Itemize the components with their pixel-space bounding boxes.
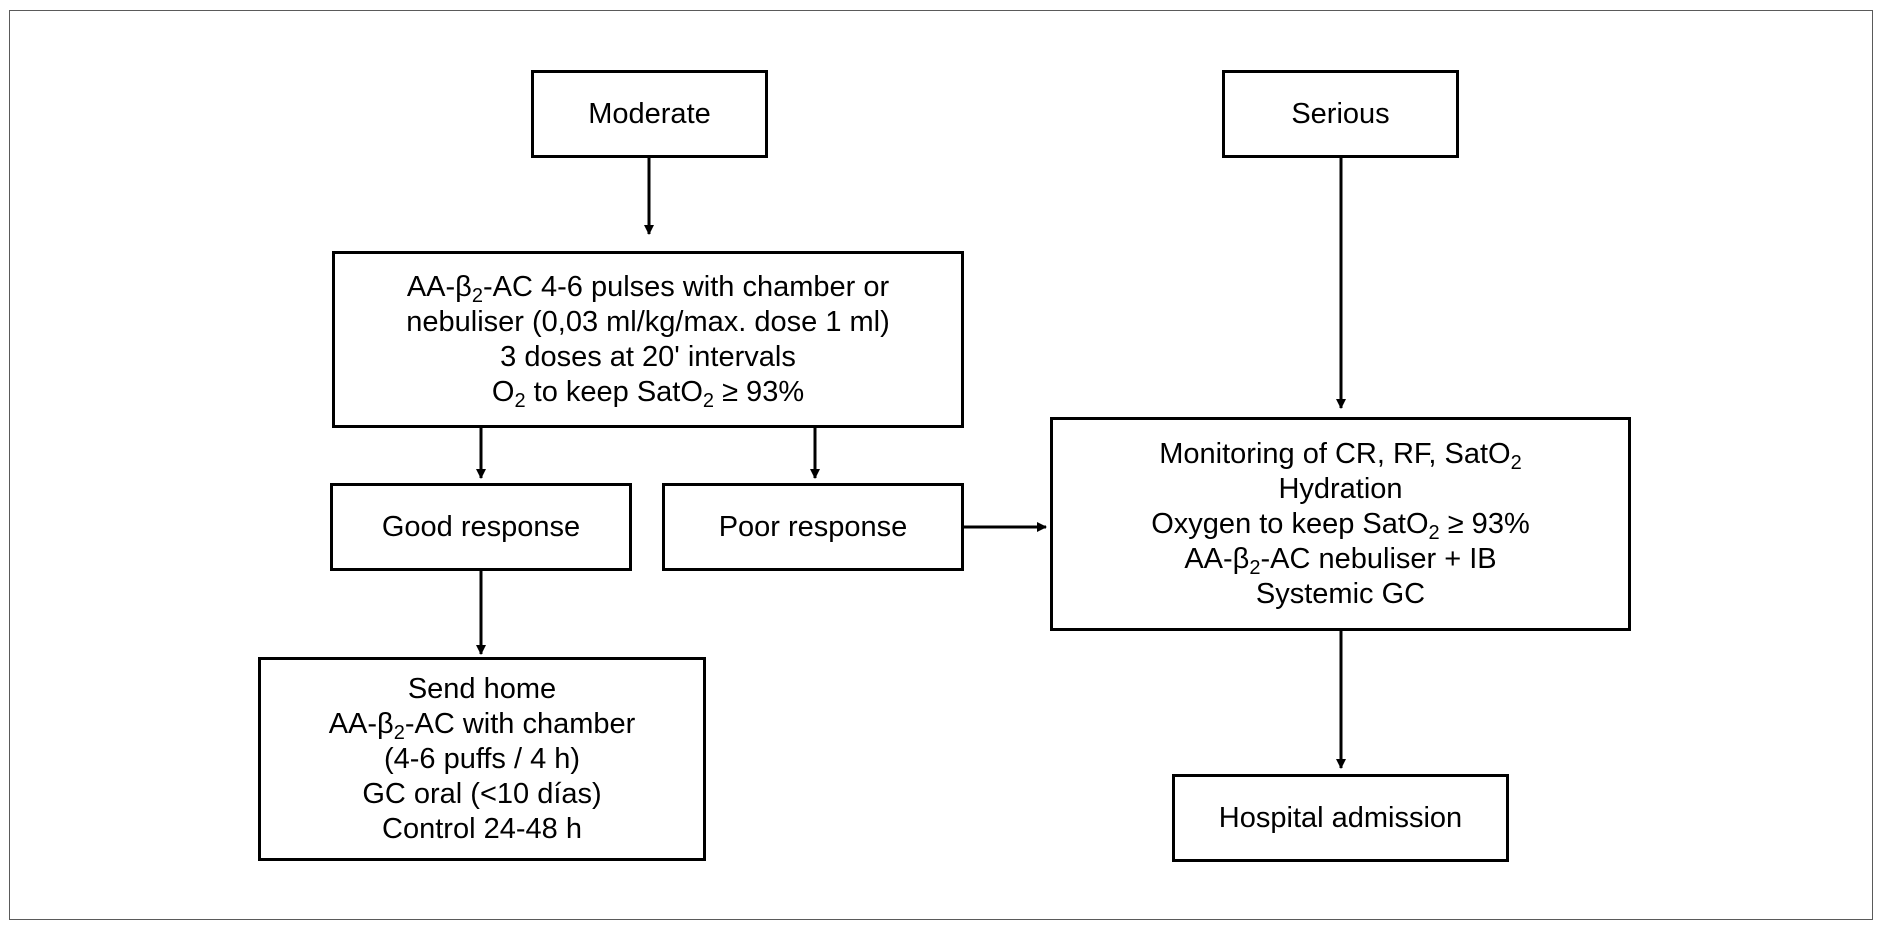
moderate-label: Moderate [588,97,711,130]
figure-frame [9,10,1873,920]
monitoring-line-2: Hydration [1278,472,1403,505]
monitoring-box: Monitoring of CR, RF, SatO2 Hydration Ox… [1050,417,1631,631]
initial-treatment-line-3: 3 doses at 20' intervals [500,340,796,373]
send-home-box: Send home AA-β2-AC with chamber (4-6 puf… [258,657,706,861]
initial-treatment-line-2: nebuliser (0,03 ml/kg/max. dose 1 ml) [406,305,890,338]
monitoring-line-3: Oxygen to keep SatO2 ≥ 93% [1151,507,1530,544]
initial-treatment-line-4: O2 to keep SatO2 ≥ 93% [491,375,805,412]
good-response-label: Good response [381,510,581,543]
monitoring-line-5: Systemic GC [1255,577,1426,610]
monitoring-line-4: AA-β2-AC nebuliser + IB [1184,542,1497,579]
serious-label: Serious [1291,97,1390,130]
initial-treatment-line-1: AA-β2-AC 4-6 pulses with chamber or [406,270,890,307]
good-response-box: Good response [330,483,632,571]
serious-box: Serious [1222,70,1459,158]
send-home-line-1: Send home [407,672,557,705]
send-home-line-2: AA-β2-AC with chamber [328,707,636,744]
hospital-admission-box: Hospital admission [1172,774,1509,862]
monitoring-line-1: Monitoring of CR, RF, SatO2 [1159,437,1522,474]
send-home-line-5: Control 24-48 h [382,812,582,845]
initial-treatment-box: AA-β2-AC 4-6 pulses with chamber or nebu… [332,251,964,428]
hospital-admission-label: Hospital admission [1218,801,1463,834]
poor-response-box: Poor response [662,483,964,571]
moderate-box: Moderate [531,70,768,158]
send-home-line-4: GC oral (<10 días) [362,777,602,810]
send-home-line-3: (4-6 puffs / 4 h) [383,742,581,775]
poor-response-label: Poor response [718,510,908,543]
